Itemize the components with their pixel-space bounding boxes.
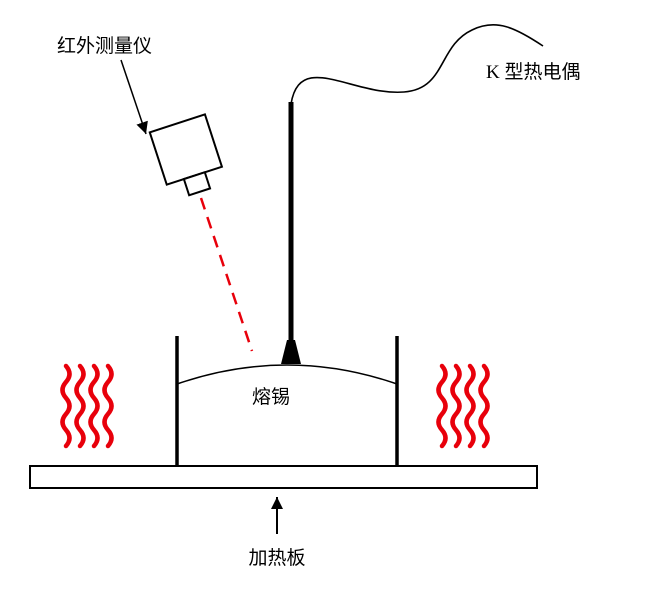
infrared-meter-lens [182,171,212,197]
heat-wave-line [436,363,448,449]
heat-wave-line [88,363,100,449]
heat-wave-line [478,363,490,449]
thermocouple-label: K 型热电偶 [486,61,580,83]
heating-plate [29,465,538,489]
heat-wave-line [464,363,476,449]
heating-plate-label: 加热板 [248,547,305,569]
heat-wave-line [450,363,462,449]
heat-wave-line [102,363,114,449]
heat-waves-left [60,363,114,449]
heat-waves-right [436,363,490,449]
infrared-meter-body [148,113,224,186]
ir-beam-dashed-line [199,197,254,352]
infrared-meter-label: 红外测量仪 [57,35,152,57]
heat-wave-line [60,363,72,449]
heat-wave-line [74,363,86,449]
infrared-meter-leader-line [120,59,148,135]
infrared-meter [148,113,224,197]
thermocouple-probe-tip [281,340,301,364]
solder-label: 熔锡 [252,386,290,408]
thermocouple-wire [290,23,544,105]
solder-surface-arc [176,364,398,385]
